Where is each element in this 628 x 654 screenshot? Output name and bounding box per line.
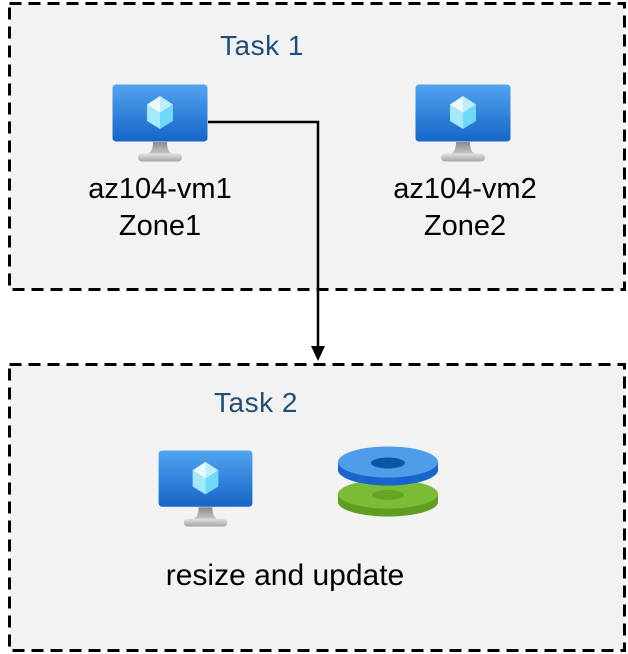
connector-arrowhead-icon (311, 346, 325, 361)
connector-line (208, 120, 320, 348)
task1-title: Task 1 (220, 30, 304, 61)
vm1-name-label: az104-vm1 (88, 173, 232, 205)
task2-box (8, 363, 626, 652)
vm1-zone-label: Zone1 (118, 210, 202, 242)
vm2-name-label: az104-vm2 (393, 173, 537, 205)
vm2-zone-label: Zone2 (423, 210, 507, 242)
vm2-label: az104-vm2 Zone2 (360, 171, 570, 245)
task2-title: Task 2 (214, 387, 298, 418)
vm2-virtual-machine-icon (415, 84, 511, 162)
vm1-label: az104-vm1 Zone1 (55, 171, 265, 245)
disks-icon (334, 441, 442, 521)
task2-caption: resize and update (165, 559, 405, 592)
task2-virtual-machine-icon (158, 450, 253, 527)
vm1-virtual-machine-icon (112, 84, 208, 162)
